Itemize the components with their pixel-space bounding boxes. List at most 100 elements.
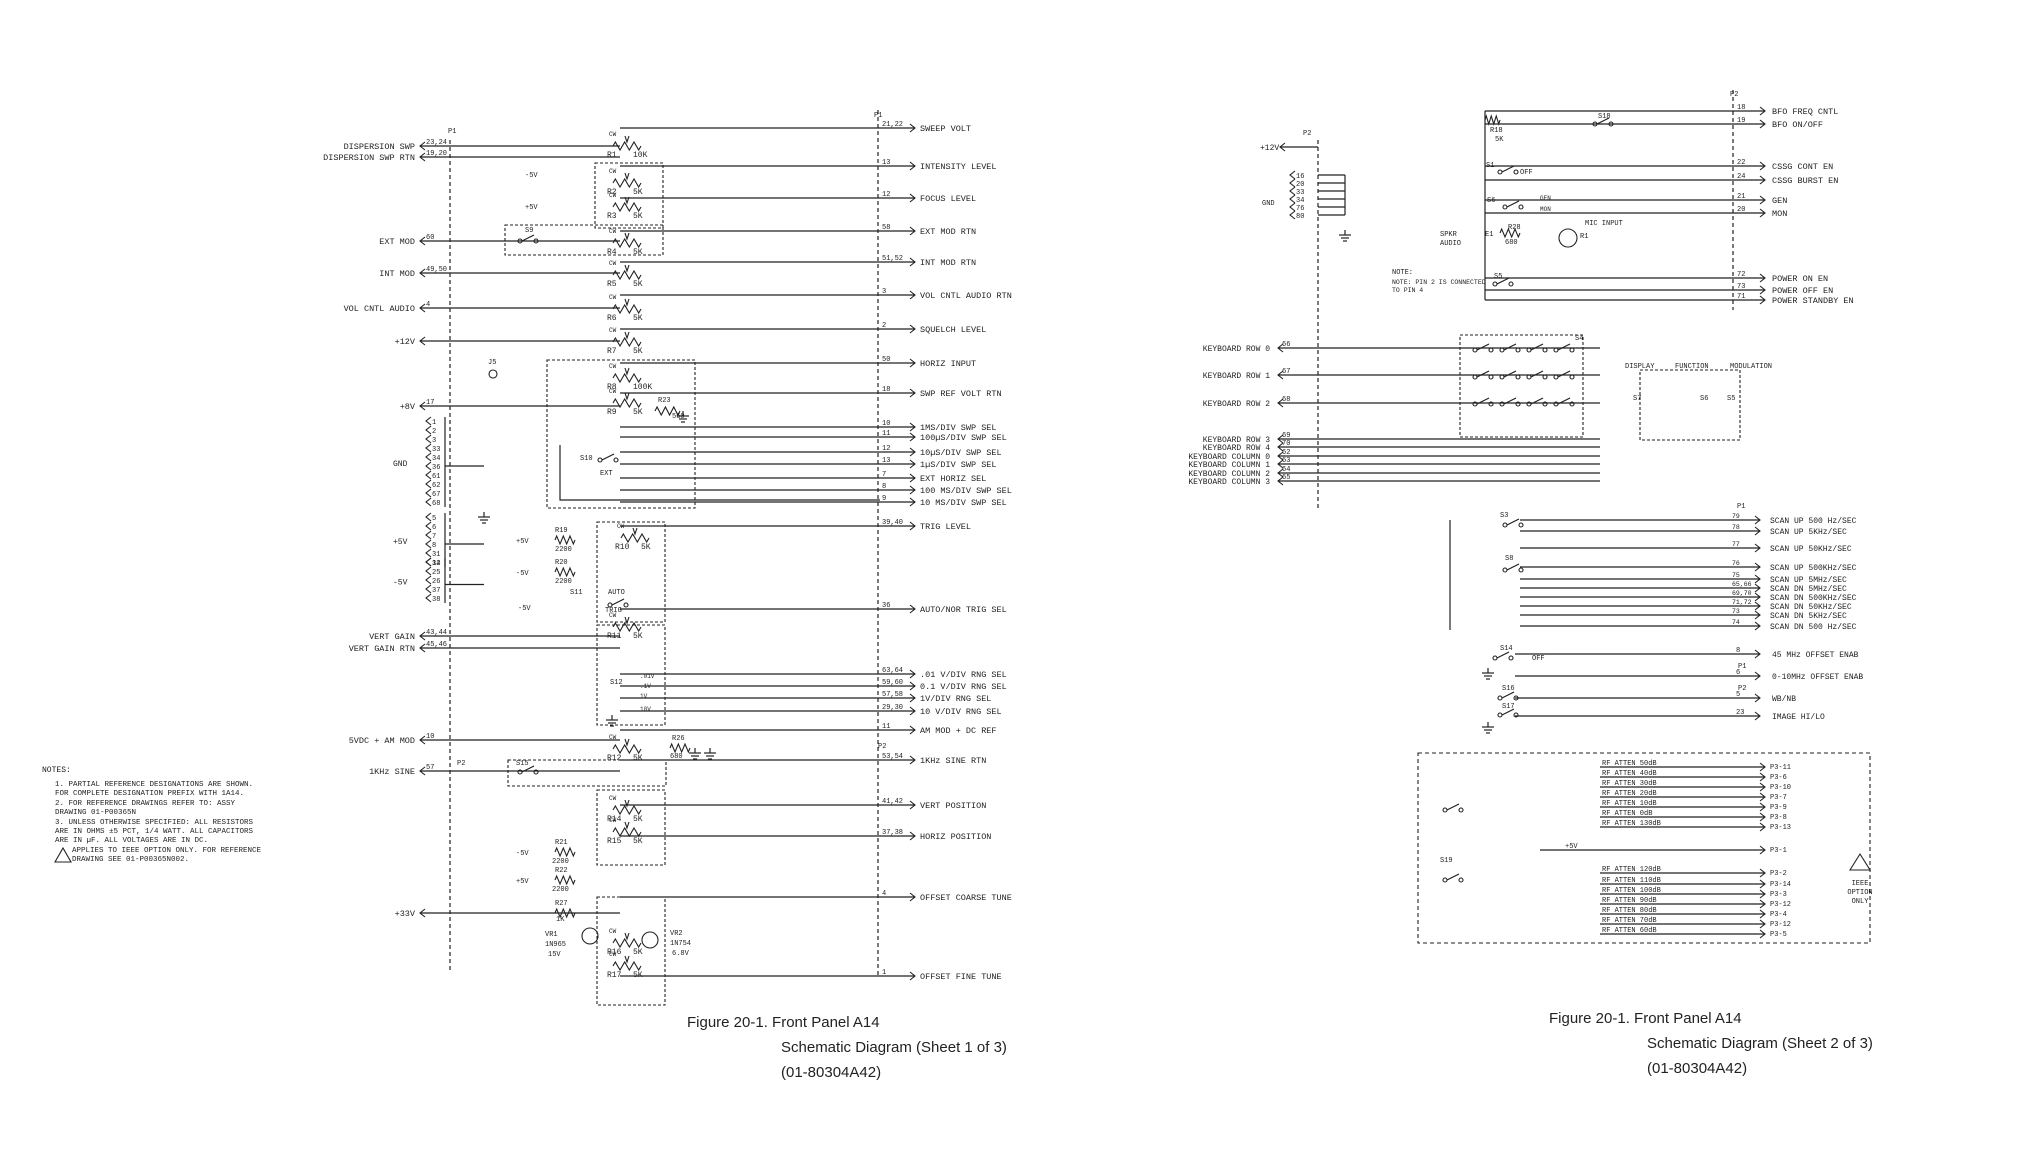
arrow-head <box>425 512 432 522</box>
supply-label: +12V <box>1260 144 1279 153</box>
assembly-r14-r15-outline <box>596 789 666 866</box>
atten-label: RF ATTEN 110dB <box>1602 877 1661 885</box>
gnd-group-pin: 3 <box>432 437 436 445</box>
connector-p1-label: P1 <box>874 112 882 120</box>
potentiometer-icon <box>612 743 642 755</box>
component-value: 1K <box>556 916 565 924</box>
switch-contact-icon <box>1458 807 1464 813</box>
arrow-head <box>1754 515 1761 525</box>
atten-pin: P3-13 <box>1770 824 1791 832</box>
note-text: FOR COMPLETE DESIGNATION PREFIX WITH 1A1… <box>55 790 244 798</box>
component-ref: R1 <box>607 151 617 160</box>
output-pin-number: 13 <box>882 457 890 465</box>
output-pin-number: 63,64 <box>882 667 903 675</box>
component-value: 5K <box>633 408 643 417</box>
arrow-head <box>909 485 916 495</box>
arrow-head <box>909 388 916 398</box>
scan-pin-number: 75 <box>1732 572 1740 579</box>
arrow-head <box>1277 451 1284 461</box>
component-ref: R11 <box>607 632 622 641</box>
keyboard-signal-label: KEYBOARD COLUMN 1 <box>1188 461 1270 470</box>
keyboard-pin-number: 65 <box>1282 474 1290 482</box>
arrow-head <box>1759 295 1766 305</box>
output-signal-label: POWER ON EN <box>1772 274 1828 284</box>
switch-contact-icon <box>517 769 523 775</box>
arrow-head <box>425 488 432 498</box>
switch-s19a <box>1446 803 1460 811</box>
wiper-icon <box>624 616 630 625</box>
output-signal-label: SWP REF VOLT RTN <box>920 389 1002 399</box>
arrow-head <box>1759 919 1766 929</box>
component-ref: R15 <box>607 837 622 846</box>
keypad-matrix-outline <box>1459 334 1584 438</box>
output-signal-label: 1µS/DIV SWP SEL <box>920 460 997 470</box>
arrow-head <box>909 123 916 133</box>
note-title: NOTE: <box>1392 269 1413 277</box>
switch-contact-icon <box>623 602 629 608</box>
keypad-key-switch <box>1530 397 1544 405</box>
arrow-head <box>909 755 916 765</box>
note-text: TO PIN 4 <box>1392 287 1423 294</box>
component-ref: R21 <box>555 839 568 847</box>
component-value: 680 <box>670 753 683 761</box>
scan-signal-label: SCAN DN 5KHz/SEC <box>1770 612 1847 621</box>
cw-label: CW <box>609 363 617 370</box>
switch-ref: S7 <box>1633 395 1641 403</box>
lower-output-label: WB/NB <box>1772 695 1796 704</box>
switch-contact-icon <box>1499 401 1505 407</box>
arrow-head <box>1759 792 1766 802</box>
output-signal-label: 1V/DIV RNG SEL <box>920 694 991 704</box>
output-pin-number: 22 <box>1737 159 1745 167</box>
sheet1-caption: Figure 20-1. Front Panel A14 Schematic D… <box>687 1010 1007 1085</box>
switch-s14 <box>1496 651 1510 659</box>
supply-label: -5V <box>518 605 531 613</box>
switch-contact-icon <box>1526 347 1532 353</box>
resistor-r27 <box>554 907 576 919</box>
output-signal-label: .01 V/DIV RNG SEL <box>920 670 1007 680</box>
switch-contact-icon <box>1499 374 1505 380</box>
component-value: 5K <box>633 188 643 197</box>
output-pin-number: 37,38 <box>882 829 903 837</box>
cw-label: CW <box>609 327 617 334</box>
output-pin-number: 53,54 <box>882 753 903 761</box>
arrow-head <box>1759 762 1766 772</box>
atten-label: RF ATTEN 80dB <box>1602 907 1657 915</box>
resistor-r22 <box>554 874 576 886</box>
atten-label: RF ATTEN 90dB <box>1602 897 1657 905</box>
switch-s9 <box>521 234 535 242</box>
output-pin-number: 11 <box>882 430 890 438</box>
arrow-head <box>909 693 916 703</box>
output-pin-number: 1 <box>882 969 886 977</box>
minus5-group-label: -5V <box>393 579 408 588</box>
component-ref: R5 <box>607 280 617 289</box>
output-signal-label: 10µS/DIV SWP SEL <box>920 448 1002 458</box>
arrow-head <box>425 566 432 576</box>
assembly-r10-s11-outline <box>596 521 666 623</box>
supply-label: -5V <box>516 850 529 858</box>
switch-ref: S5 <box>1494 273 1502 281</box>
resistor-r20 <box>554 566 576 578</box>
supply-label: +5V <box>516 538 529 546</box>
warning-triangle-icon <box>54 846 72 863</box>
arrow-head <box>1754 526 1761 536</box>
arrow-head <box>909 473 916 483</box>
output-signal-label: 10 MS/DIV SWP SEL <box>920 498 1007 508</box>
assembly-r2-r3-outline <box>594 162 664 229</box>
notes-title: NOTES: <box>42 766 71 775</box>
wiper-icon <box>624 264 630 273</box>
output-pin-number: 58 <box>882 224 890 232</box>
wiper-icon <box>624 298 630 307</box>
output-signal-label: 100 MS/DIV SWP SEL <box>920 486 1012 496</box>
atten-label: RF ATTEN 130dB <box>1602 820 1661 828</box>
panel-label: DISPLAY <box>1625 363 1655 371</box>
atten-label: RF ATTEN 50dB <box>1602 760 1657 768</box>
atten-pin: P3-14 <box>1770 881 1791 889</box>
keypad-key-switch <box>1476 397 1490 405</box>
component-value: 5K <box>633 948 643 957</box>
wiper-icon <box>624 799 630 808</box>
switch-ref: S15 <box>516 760 529 768</box>
switch-contact-icon <box>1492 281 1498 287</box>
switch-ref: S6 <box>1700 395 1708 403</box>
keyboard-pin-number: 68 <box>1282 396 1290 404</box>
